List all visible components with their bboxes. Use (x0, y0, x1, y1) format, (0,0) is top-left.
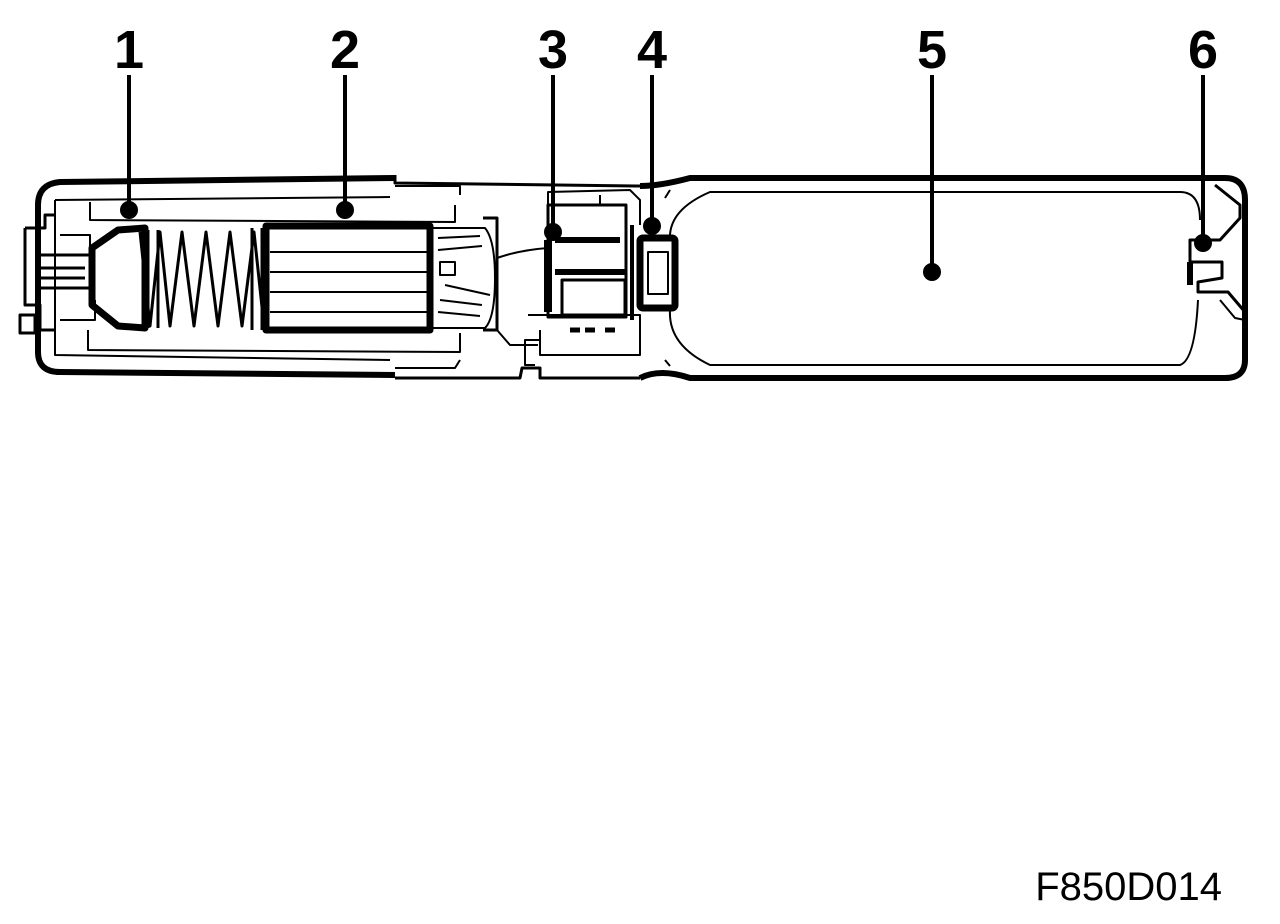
callout-4: 4 (637, 20, 667, 80)
seal-ring (630, 225, 679, 320)
spring (138, 228, 266, 330)
leader-lines (120, 75, 1212, 281)
callout-5: 5 (917, 20, 947, 80)
callout-6: 6 (1188, 20, 1218, 80)
callout-dot-3 (544, 223, 562, 241)
housing-left-section (18, 175, 641, 380)
callout-3: 3 (538, 20, 568, 80)
callout-numbers: 1 2 3 4 5 6 (114, 20, 1218, 80)
callout-dot-5 (923, 263, 941, 281)
piston-assembly (88, 216, 499, 334)
valve-block (528, 189, 641, 356)
callout-1: 1 (114, 20, 144, 80)
reservoir-tank (638, 175, 1248, 381)
callout-dot-6 (1194, 234, 1212, 252)
callout-dot-2 (336, 201, 354, 219)
end-cap (1187, 183, 1247, 321)
callout-2: 2 (330, 20, 360, 80)
callout-dot-1 (120, 201, 138, 219)
figure-code: F850D014 (1035, 865, 1222, 909)
neck-section (496, 247, 549, 366)
callout-dot-4 (643, 217, 661, 235)
